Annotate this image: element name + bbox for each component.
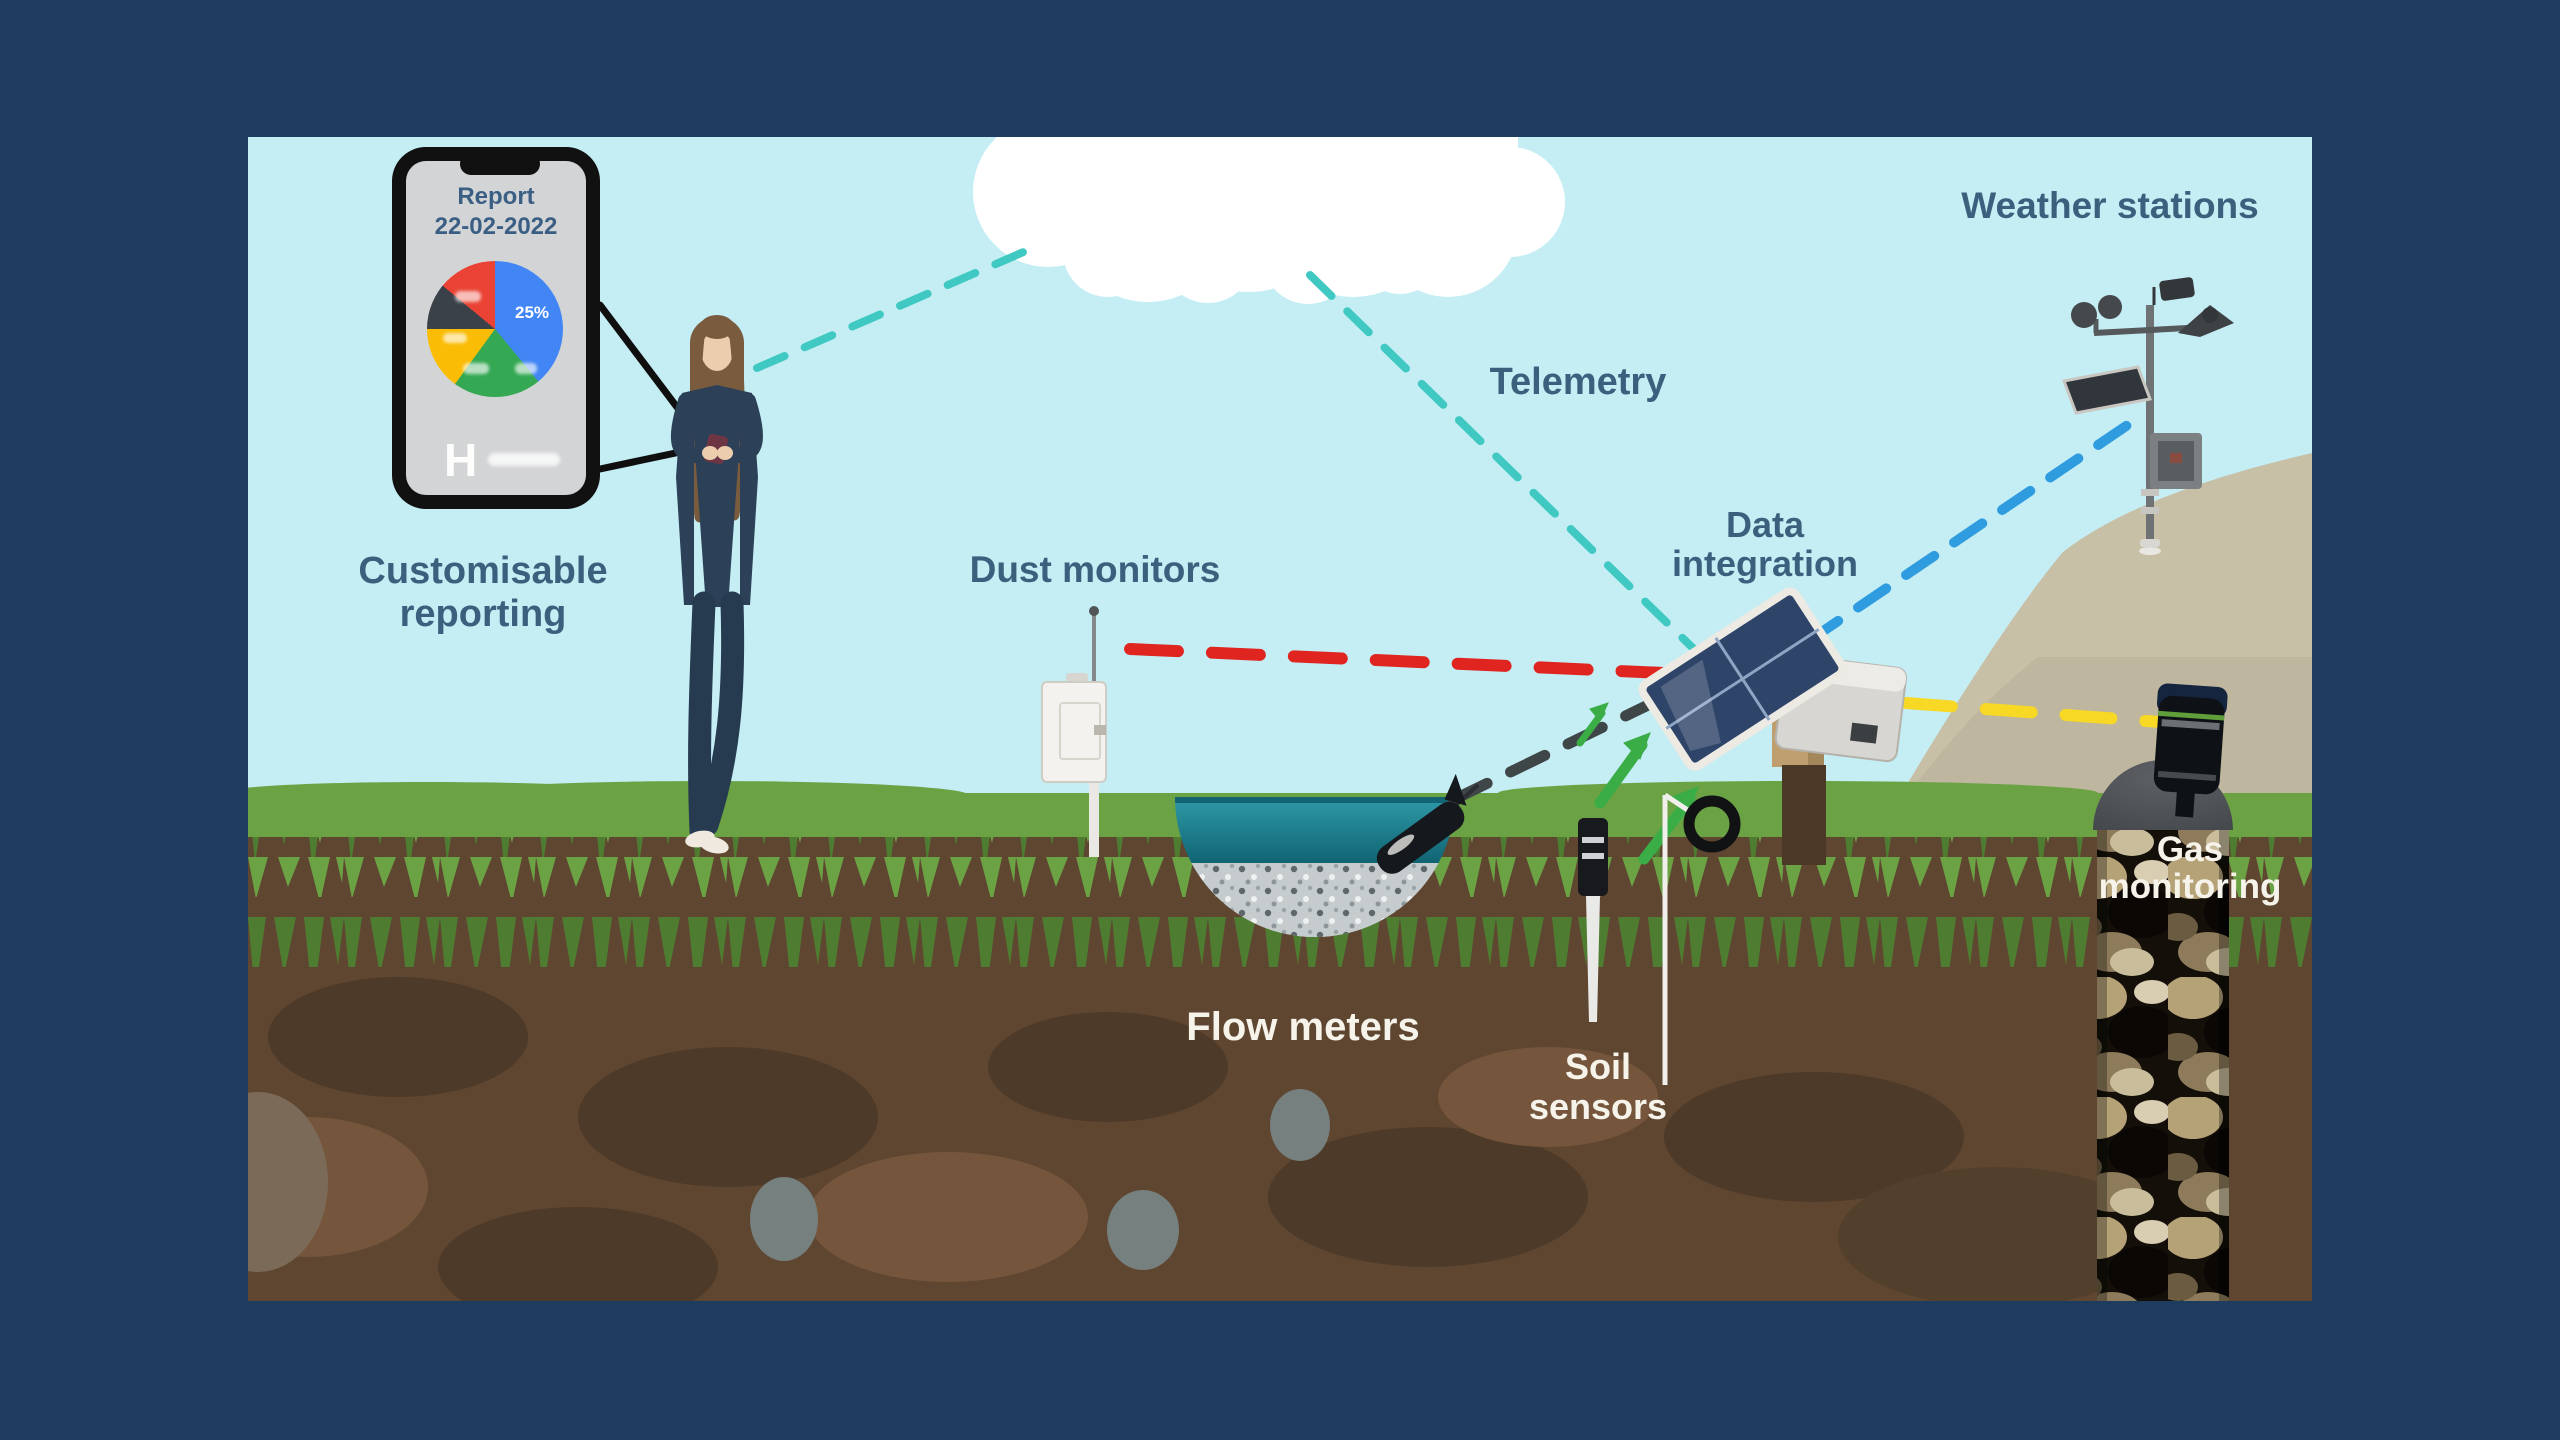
link-gas-monitor [1900, 697, 2166, 728]
diagram-artwork [248, 137, 2312, 1301]
soil-sensor-cable [1662, 792, 1741, 1085]
data-integration-station [1638, 587, 1907, 865]
person-with-phone [670, 315, 764, 854]
phone-notch [460, 153, 540, 175]
label-line: monitoring [2098, 867, 2282, 906]
link-cloud-station [1306, 271, 1704, 659]
flow-meter-device [1376, 773, 1480, 874]
link-weather-station [1805, 415, 2140, 645]
solar-panel [1638, 587, 1847, 771]
label-telemetry: Telemetry [1489, 361, 1667, 403]
app-logo-letter: H [444, 434, 478, 486]
telemetry-links [753, 243, 2166, 806]
label-line: sensors [1528, 1086, 1668, 1127]
pie-blurred-label [463, 363, 489, 374]
label-customisable-reporting: Customisable reporting [358, 550, 607, 636]
report-date: 22-02-2022 [434, 213, 558, 240]
report-title: Report [457, 183, 535, 210]
soil-data-arrows [1576, 702, 1699, 865]
pie-blurred-label [455, 291, 481, 302]
stone [750, 1177, 818, 1261]
label-flow-meters: Flow meters [1186, 1005, 1420, 1049]
stone [1107, 1190, 1179, 1270]
pie-blurred-label [515, 363, 537, 374]
cable-coil [1683, 795, 1741, 853]
label-gas-monitoring: Gas monitoring [2099, 831, 2282, 905]
label-dust-monitors: Dust monitors [969, 549, 1221, 590]
pie-slice-label: 25% [515, 303, 550, 322]
environmental-monitoring-diagram: Report 22-02-2022 25% H Customisable rep… [248, 137, 2312, 1301]
label-line: Gas [2156, 830, 2224, 869]
label-line: reporting [399, 593, 567, 635]
label-line: integration [1672, 543, 1858, 584]
pie-blurred-label [443, 333, 467, 343]
soil-sensor-probe [1578, 818, 1608, 1022]
link-flow-meter [1447, 682, 1689, 806]
weather-station-device [2061, 277, 2234, 555]
cloud [973, 137, 1565, 304]
gas-monitor-device [2153, 683, 2228, 818]
label-data-integration: Data integration [1672, 505, 1858, 583]
label-line: Customisable [358, 550, 608, 592]
link-phone-cloud [753, 243, 1039, 372]
label-weather-stations: Weather stations [1961, 185, 2259, 226]
app-logo-wordmark [488, 453, 560, 466]
report-pie-chart: 25% [427, 261, 563, 397]
label-line: Data [1725, 504, 1805, 545]
dust-monitor-device [1041, 606, 1107, 857]
stone [1270, 1089, 1330, 1161]
label-line: Soil [1564, 1046, 1632, 1087]
link-dust-monitor [1124, 643, 1759, 683]
label-soil-sensors: Soil sensors [1529, 1047, 1667, 1127]
